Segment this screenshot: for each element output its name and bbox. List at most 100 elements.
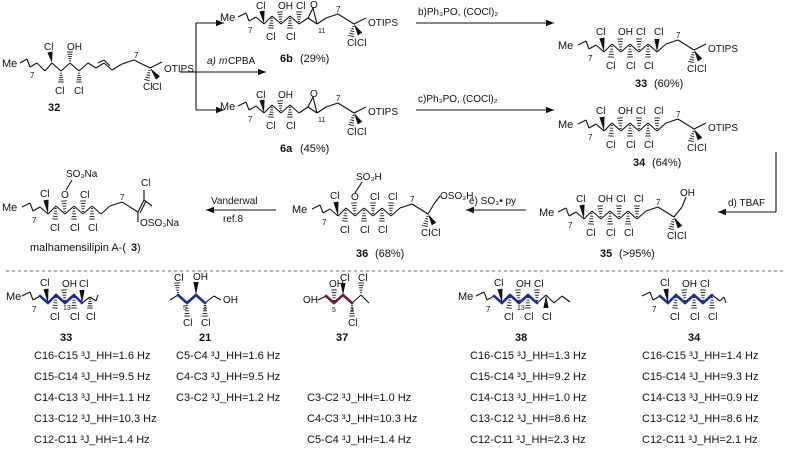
hash-bond — [424, 220, 429, 223]
atom-label: OH — [680, 188, 695, 199]
atom-label: Cl — [697, 64, 706, 75]
atom-label: Cl — [677, 231, 686, 242]
bond — [26, 58, 31, 68]
coupling-value: C16-C15 ³J_HH=1.3 Hz — [470, 350, 587, 362]
atom-label: 11 — [318, 28, 325, 35]
bond — [381, 207, 392, 217]
bond — [427, 203, 435, 215]
bond — [78, 62, 89, 72]
hash-bond — [425, 218, 429, 220]
bond — [553, 295, 563, 304]
bond — [641, 291, 651, 297]
bond — [29, 202, 34, 212]
compound-label: 21 — [199, 332, 211, 344]
atom-label: OH — [303, 295, 318, 306]
bond — [204, 295, 215, 304]
bond — [588, 44, 597, 50]
atom-label: O — [310, 89, 318, 100]
bond — [693, 43, 707, 51]
hash-bond — [348, 34, 354, 38]
bond — [312, 7, 318, 25]
bond — [603, 122, 613, 132]
atom-label: Me — [558, 40, 573, 52]
bond — [603, 43, 613, 53]
bond — [360, 294, 370, 304]
bond — [647, 43, 658, 53]
arrowhead — [546, 106, 554, 114]
atom-label: 7 — [676, 110, 681, 119]
bond — [248, 105, 257, 111]
bond — [354, 181, 363, 194]
bond — [652, 295, 661, 301]
bond — [60, 62, 71, 72]
bond — [69, 62, 80, 72]
arrowhead — [466, 206, 474, 214]
compound-label: 35 — [600, 248, 612, 260]
atom-label: Cl — [596, 106, 605, 117]
hash-bond — [690, 135, 695, 138]
bond — [307, 17, 318, 25]
atom-label: Cl — [266, 121, 275, 132]
bond — [44, 62, 53, 72]
atom-label: Cl — [596, 27, 605, 38]
bond — [354, 207, 365, 217]
bond — [711, 294, 721, 302]
atom-label: Cl — [586, 228, 595, 239]
bond — [337, 207, 347, 217]
atom-label: Me — [2, 202, 17, 214]
bond — [719, 296, 725, 302]
atom-label: Cl — [70, 312, 79, 323]
highlighted-bond — [508, 293, 521, 305]
bond — [647, 122, 658, 132]
highlighted-bond — [492, 294, 504, 305]
wedge-bond — [47, 51, 53, 63]
atom-label: 7 — [336, 5, 341, 14]
bond — [298, 106, 309, 114]
wedge-bond — [694, 50, 703, 62]
bond — [109, 201, 123, 207]
coupling-value: C15-C14 ³J_HH=9.2 Hz — [470, 371, 587, 383]
highlighted-bond — [526, 293, 539, 305]
bond — [121, 59, 135, 65]
bond — [19, 58, 28, 64]
bond — [583, 210, 593, 220]
bond — [620, 43, 631, 53]
bond — [629, 43, 640, 53]
bond — [325, 13, 339, 19]
atom-label: Cl — [634, 194, 643, 205]
atom-label: Me — [220, 101, 235, 113]
atom-label: 7 — [568, 221, 573, 230]
atom-label: Cl — [70, 223, 79, 234]
atom-label: Cl — [183, 318, 192, 329]
bond — [345, 207, 356, 217]
atom-label: Me — [458, 291, 473, 303]
hash-bond — [688, 60, 694, 64]
bond — [36, 62, 46, 72]
wedge-bond — [654, 39, 660, 52]
compound-label: 6b — [280, 53, 293, 65]
atom-label: 7 — [486, 305, 491, 314]
coupling-value: C4-C3 ³J_HH=10.3 Hz — [307, 413, 418, 425]
bond — [600, 210, 611, 220]
atom-label: Cl — [286, 32, 295, 43]
bond — [618, 210, 629, 220]
bond — [32, 295, 41, 301]
hash-bond — [351, 117, 355, 119]
wedge-bond — [193, 282, 199, 295]
compound-label: 37 — [336, 332, 348, 344]
bond — [399, 203, 413, 209]
hash-bond — [690, 56, 695, 59]
bond — [577, 119, 587, 125]
bond — [280, 104, 291, 114]
reagent-label: m — [219, 56, 227, 67]
arrowhead — [258, 68, 266, 76]
atom-label: 5 — [183, 305, 187, 312]
atom-label: Cl — [534, 279, 543, 290]
bond — [97, 59, 105, 64]
highlighted-bond — [54, 293, 67, 305]
bond — [656, 122, 667, 132]
bond — [169, 294, 179, 301]
hash-bond — [689, 137, 694, 140]
bond — [289, 104, 300, 114]
bond — [591, 210, 602, 220]
